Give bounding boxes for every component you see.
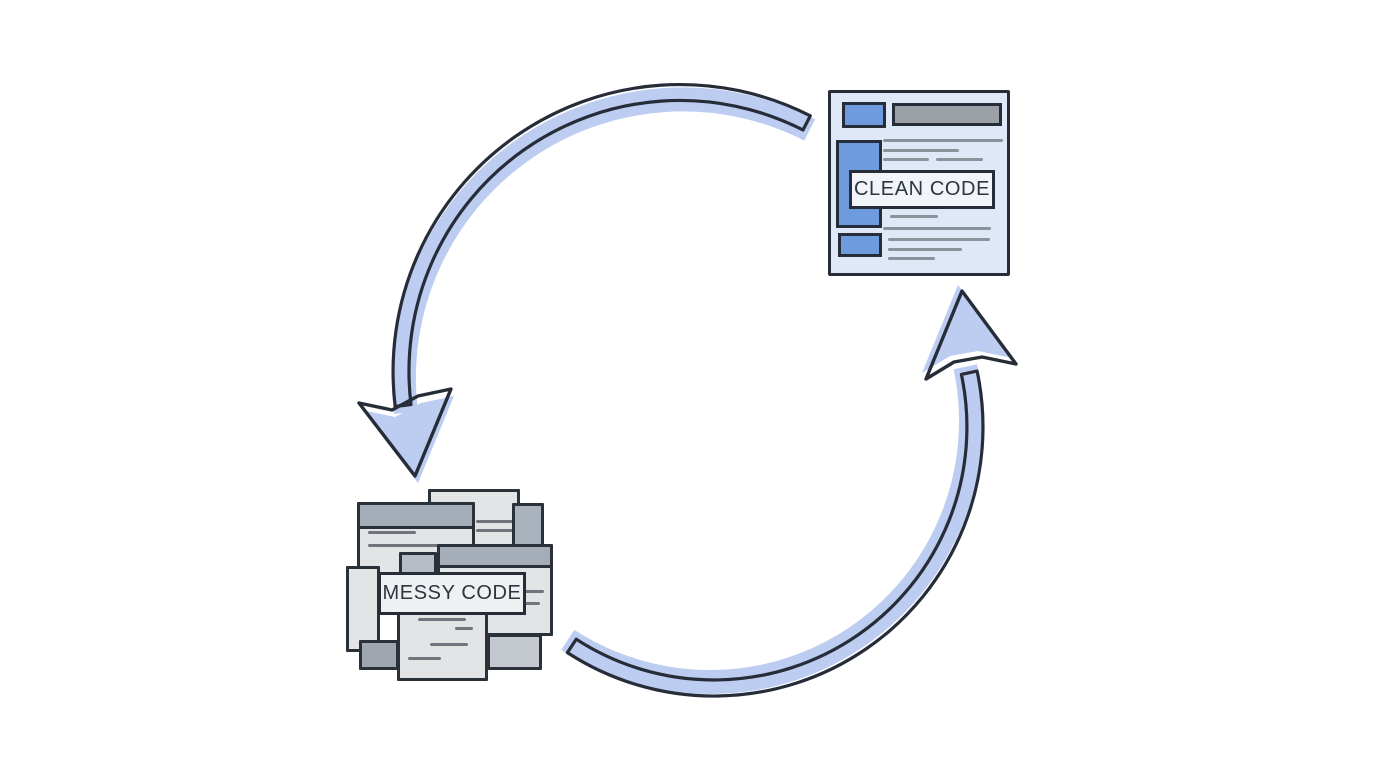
blue-block — [842, 102, 886, 128]
arrow-ink-band — [565, 369, 985, 698]
messy-window — [359, 640, 399, 670]
arrow-ink-band — [391, 83, 812, 409]
arrow-blue-fill — [561, 285, 1012, 695]
text-line — [883, 227, 991, 230]
text-line — [476, 529, 516, 532]
text-line — [888, 238, 990, 241]
text-line — [888, 257, 935, 260]
window-header — [440, 547, 550, 568]
text-line — [418, 618, 466, 621]
clean-code-card: CLEAN CODE — [828, 90, 1010, 276]
text-line — [883, 139, 1003, 142]
clean-code-label: CLEAN CODE — [849, 170, 995, 209]
text-line — [520, 602, 540, 605]
text-line — [476, 520, 520, 523]
text-line — [890, 215, 938, 218]
text-line — [883, 149, 959, 152]
messy-code-label: MESSY CODE — [378, 572, 526, 615]
text-line — [883, 158, 929, 161]
text-line — [430, 643, 468, 646]
arrow-ink-head — [924, 289, 1018, 381]
arrow-clean-to-messy-icon — [357, 83, 816, 483]
gray-title-bar — [892, 103, 1002, 126]
text-line — [368, 544, 444, 547]
text-line — [520, 590, 544, 593]
arrow-messy-to-clean-icon — [561, 285, 1018, 698]
blue-block — [838, 233, 882, 257]
text-line — [888, 248, 962, 251]
text-line — [408, 657, 441, 660]
text-line — [936, 158, 983, 161]
arrow-ink-head — [357, 387, 453, 478]
messy-code-label-text: MESSY CODE — [382, 582, 522, 604]
window-header — [360, 505, 472, 529]
messy-window — [487, 634, 542, 670]
clean-code-label-text: CLEAN CODE — [853, 178, 991, 200]
text-line — [455, 627, 473, 630]
messy-code-cluster: MESSY CODE — [344, 487, 556, 687]
text-line — [368, 531, 416, 534]
arrow-blue-fill — [362, 87, 816, 483]
